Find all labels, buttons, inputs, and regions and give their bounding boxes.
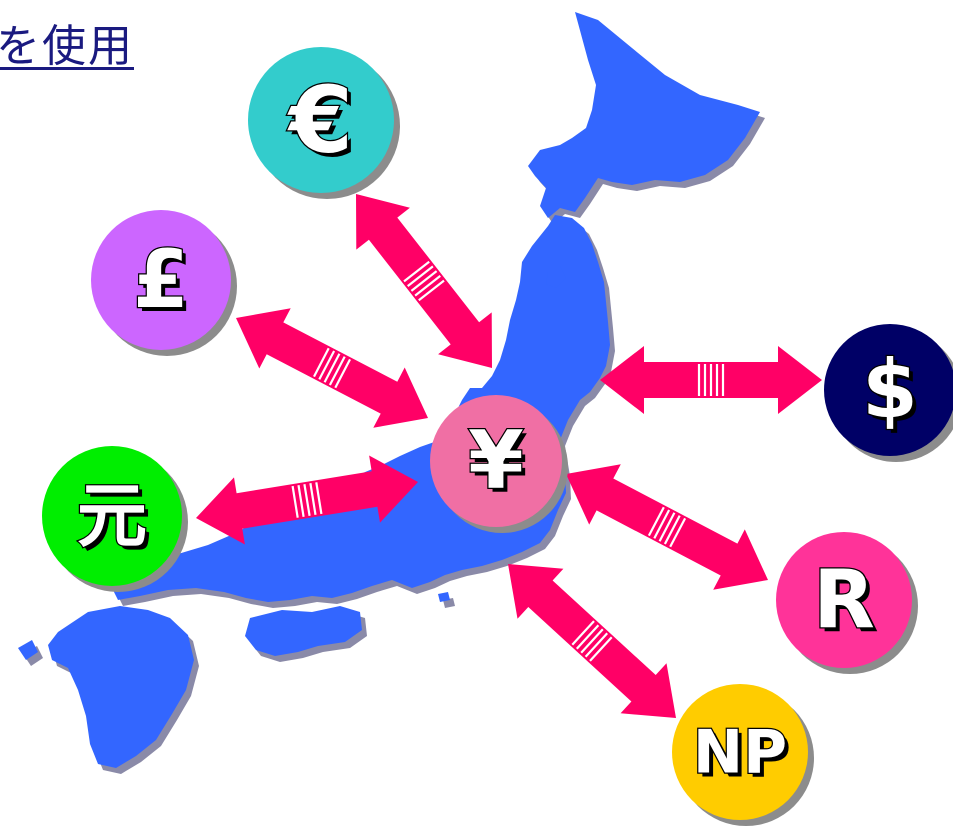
arrow-yuan — [196, 455, 418, 545]
coin-pound: ££ — [91, 210, 237, 356]
coin-yuan: 元元 — [42, 446, 188, 592]
coin-symbol-yuan: 元 — [77, 475, 147, 557]
arrow-stripe — [323, 353, 341, 383]
coin-euro: €€ — [248, 47, 400, 199]
arrow-stripe — [334, 358, 351, 389]
arrow-stripe — [315, 482, 323, 515]
arrow-stripe — [571, 620, 595, 646]
map-shadow-west-islet — [23, 646, 43, 666]
arrow-rupee — [508, 564, 676, 718]
arrow-pound — [236, 308, 428, 428]
arrow-stripe — [575, 624, 600, 650]
arrow-dollar — [600, 346, 822, 414]
map-kyushu — [48, 606, 194, 768]
coin-symbol-rupee: NP — [693, 717, 787, 787]
arrow-stripe — [291, 485, 299, 518]
coin-body — [776, 532, 912, 668]
coin-body — [824, 324, 953, 456]
arrows — [196, 194, 822, 718]
arrow-stripe — [318, 350, 336, 380]
coin-symbol-shadow: ¥ — [472, 418, 528, 511]
coin-symbol-euro: € — [287, 66, 353, 173]
coin-symbol-shadow: R — [817, 557, 879, 650]
arrow-stripe — [410, 270, 438, 292]
arrow-euro — [356, 194, 492, 368]
map-hokkaido — [528, 12, 760, 218]
coin-body — [248, 47, 394, 193]
arrow-stripe — [580, 628, 604, 654]
arrow-stripe — [313, 347, 330, 378]
map-sado — [546, 266, 566, 288]
arrow-stripe — [647, 506, 665, 537]
map-west-islet — [18, 640, 38, 660]
arrow-stripe — [418, 279, 445, 302]
arrow-stripe — [309, 483, 317, 515]
coin-symbol-pound: £ — [133, 233, 189, 326]
coin-body — [42, 446, 182, 586]
arrow-stripe — [663, 515, 681, 545]
coin-dollar: $$ — [824, 324, 953, 462]
arrow-stripe — [589, 636, 613, 662]
arrow-stripe — [658, 512, 676, 542]
coin-symbol-shadow: NP — [697, 721, 791, 791]
arrow-stripe — [297, 485, 305, 517]
arrow-stripe — [584, 632, 609, 658]
coin-rand: RR — [776, 532, 918, 674]
coin-body — [672, 684, 808, 820]
arrow-stripe — [403, 260, 430, 283]
coin-body — [430, 395, 562, 527]
coin-symbol-shadow: $ — [866, 347, 922, 440]
arrow-stripe — [414, 275, 441, 297]
arrow-stripe — [328, 356, 346, 386]
arrow-stripe — [653, 509, 671, 539]
map-shikoku — [245, 606, 362, 656]
coin-symbol-shadow: 元 — [81, 479, 151, 561]
coin-symbol-dollar: $ — [862, 343, 918, 436]
coin-symbol-yen: ¥ — [468, 414, 524, 507]
coin-yen: ¥¥ — [430, 395, 568, 533]
coin-symbol-shadow: £ — [137, 237, 193, 330]
arrow-rand — [566, 464, 768, 590]
map-izu-islet — [438, 592, 450, 602]
arrow-stripe — [669, 517, 687, 548]
page-title: を使用 — [0, 21, 134, 72]
arrow-stripe — [407, 265, 434, 287]
coin-body — [91, 210, 231, 350]
coin-symbol-rand: R — [813, 553, 875, 646]
coin-symbol-shadow: € — [291, 70, 357, 177]
arrow-stripe — [303, 484, 311, 516]
